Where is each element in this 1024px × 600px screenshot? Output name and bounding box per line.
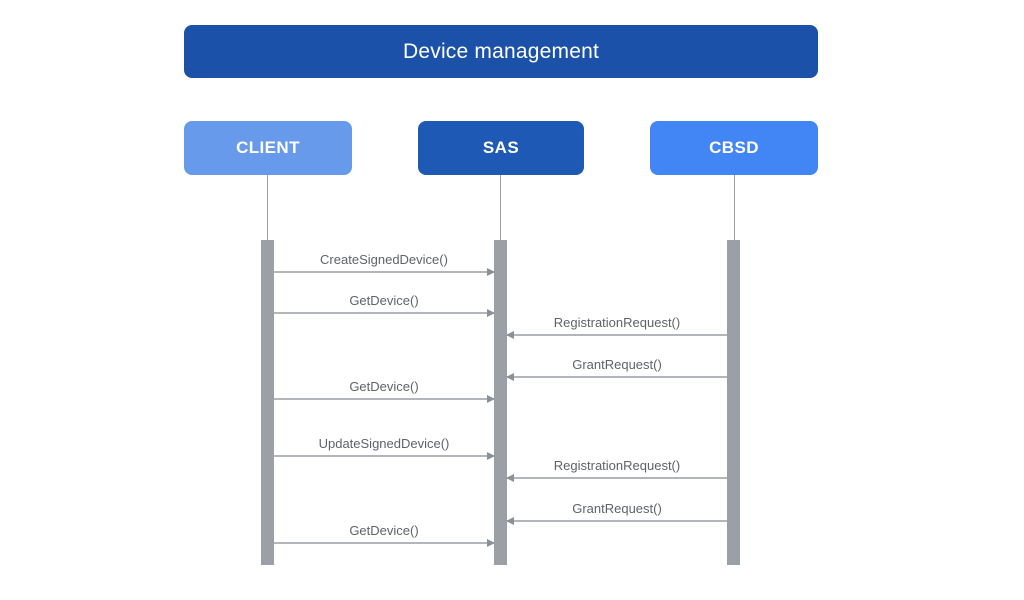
activation-bar-client bbox=[261, 240, 274, 565]
message-get-device-3: GetDevice() bbox=[274, 523, 495, 547]
arrowhead-icon bbox=[487, 452, 495, 460]
message-label: GetDevice() bbox=[349, 523, 419, 538]
message-grant-request-1: GrantRequest() bbox=[506, 357, 727, 381]
message-label: UpdateSignedDevice() bbox=[318, 436, 450, 451]
lifeline-cbsd bbox=[734, 175, 735, 240]
message-label: GetDevice() bbox=[349, 293, 419, 308]
arrowhead-icon bbox=[506, 474, 514, 482]
arrow-left-icon bbox=[506, 331, 727, 339]
actor-sas: SAS bbox=[418, 121, 584, 175]
message-label: GrantRequest() bbox=[572, 501, 662, 516]
message-label: GrantRequest() bbox=[572, 357, 662, 372]
message-update-signed-device: UpdateSignedDevice() bbox=[274, 436, 495, 460]
actor-sas-label: SAS bbox=[482, 138, 520, 157]
activation-bar-cbsd bbox=[727, 240, 740, 565]
arrow-right-icon bbox=[274, 268, 495, 276]
actor-cbsd-label: CBSD bbox=[709, 138, 759, 157]
arrowhead-icon bbox=[487, 268, 495, 276]
message-label: RegistrationRequest() bbox=[553, 315, 681, 330]
arrowhead-icon bbox=[487, 395, 495, 403]
arrowhead-icon bbox=[487, 539, 495, 547]
arrow-right-icon bbox=[274, 452, 495, 460]
diagram-title: Device management bbox=[403, 39, 599, 63]
arrow-left-icon bbox=[506, 517, 727, 525]
message-get-device-2: GetDevice() bbox=[274, 379, 495, 403]
message-get-device-1: GetDevice() bbox=[274, 293, 495, 317]
message-registration-request-2: RegistrationRequest() bbox=[506, 458, 727, 482]
arrowhead-icon bbox=[506, 373, 514, 381]
diagram-title-banner: Device management bbox=[184, 25, 818, 78]
arrowhead-icon bbox=[506, 331, 514, 339]
actor-client: CLIENT bbox=[184, 121, 352, 175]
message-registration-request-1: RegistrationRequest() bbox=[506, 315, 727, 339]
message-create-signed-device: CreateSignedDevice() bbox=[274, 252, 495, 276]
actor-cbsd: CBSD bbox=[650, 121, 818, 175]
message-label: GetDevice() bbox=[349, 379, 419, 394]
lifeline-client bbox=[267, 175, 268, 240]
arrow-right-icon bbox=[274, 309, 495, 317]
message-grant-request-2: GrantRequest() bbox=[506, 501, 727, 525]
arrow-right-icon bbox=[274, 539, 495, 547]
arrowhead-icon bbox=[487, 309, 495, 317]
arrow-left-icon bbox=[506, 474, 727, 482]
lifeline-sas bbox=[500, 175, 501, 240]
message-label: RegistrationRequest() bbox=[553, 458, 681, 473]
message-label: CreateSignedDevice() bbox=[320, 252, 448, 267]
arrow-right-icon bbox=[274, 395, 495, 403]
arrowhead-icon bbox=[506, 517, 514, 525]
actor-client-label: CLIENT bbox=[236, 138, 300, 157]
activation-bar-sas bbox=[494, 240, 507, 565]
arrow-left-icon bbox=[506, 373, 727, 381]
